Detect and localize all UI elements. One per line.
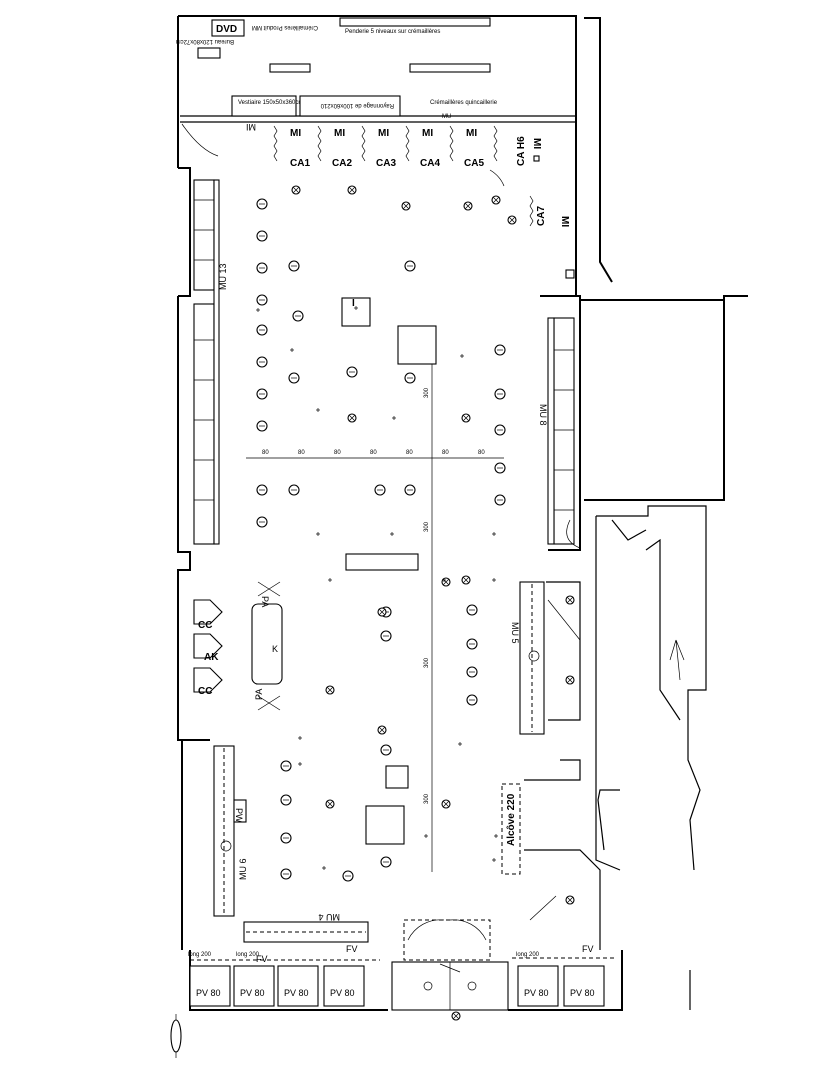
long200-label-2: long 200 bbox=[236, 952, 260, 958]
vestiaire-label: Vestiaire 150x50x360cm bbox=[238, 100, 303, 106]
pv80-2: PV 80 bbox=[240, 988, 265, 998]
long200-label-3: long 200 bbox=[516, 952, 540, 958]
ca1-label: CA1 bbox=[290, 158, 310, 169]
ca5-label: CA5 bbox=[464, 158, 484, 169]
bureau-label: Bureau 120x80x72cm bbox=[176, 38, 234, 44]
ak-label: AK bbox=[204, 652, 219, 663]
bench bbox=[345, 553, 419, 571]
bottom-cabinets: long 200 long 200 long 200 FV FV FV PV 8… bbox=[188, 944, 616, 1007]
shelving-mu8: MU 8 bbox=[538, 317, 575, 545]
mi-4: MI bbox=[422, 128, 433, 139]
pv80-3: PV 80 bbox=[284, 988, 309, 998]
mi-5: MI bbox=[466, 128, 477, 139]
mu6-label: MU 6 bbox=[238, 858, 248, 880]
ca7-label: CA7 bbox=[536, 206, 547, 226]
penderie-label: Penderie 5 niveaux sur crémaillères bbox=[345, 29, 440, 35]
mu-top-label: MU bbox=[442, 114, 451, 120]
cremailleres-quinc-label: Crémaillères quincaillerie bbox=[430, 100, 498, 106]
shelving-mu6: PW MU 6 bbox=[213, 745, 248, 917]
dvd-label: DVD bbox=[216, 24, 237, 35]
dim-80-4: 80 bbox=[370, 450, 377, 456]
dimension-lines: 80 80 80 80 80 80 80 300 300 300 300 bbox=[246, 346, 504, 872]
cc-label-1: CC bbox=[198, 620, 212, 631]
structural-elements: I bbox=[341, 297, 437, 845]
air-vent-icon bbox=[365, 805, 405, 845]
pv80-6: PV 80 bbox=[570, 988, 595, 998]
mi-1: MI bbox=[290, 128, 301, 139]
dim-300-1: 300 bbox=[424, 387, 430, 398]
pa-label-1: PA bbox=[260, 596, 270, 607]
ca-h6-label: CA H6 bbox=[516, 136, 527, 166]
pv80-5: PV 80 bbox=[524, 988, 549, 998]
cc-ak-fixtures: CC AK CC bbox=[193, 599, 223, 697]
entrance-doors bbox=[391, 919, 509, 1011]
long200-label-1: long 200 bbox=[188, 952, 212, 958]
ca2-label: CA2 bbox=[332, 158, 352, 169]
dim-80-3: 80 bbox=[334, 450, 341, 456]
dim-80-6: 80 bbox=[442, 450, 449, 456]
shelving-mu5: MU 5 bbox=[510, 581, 581, 735]
air-vent-icon bbox=[397, 325, 437, 365]
svg-text:I: I bbox=[352, 298, 355, 309]
ca3-label: CA3 bbox=[376, 158, 396, 169]
compass-arrow-icon bbox=[669, 639, 685, 681]
alcove-label: Alcôve 220 bbox=[506, 793, 517, 846]
dim-80-1: 80 bbox=[262, 450, 269, 456]
rayonnage-label: Rayonnage de 100x60x210 bbox=[320, 102, 394, 108]
dim-80-7: 80 bbox=[478, 450, 485, 456]
ceiling-fixtures bbox=[256, 185, 575, 1021]
ca4-label: CA4 bbox=[420, 158, 440, 169]
mi-6: MI bbox=[531, 138, 542, 149]
mu5-label: MU 5 bbox=[510, 622, 520, 644]
checkout-row: MI MI MI MI MI CA1 CA2 CA3 CA4 CA5 CA H6… bbox=[273, 125, 575, 279]
outer-walls bbox=[177, 15, 748, 1011]
column-2 bbox=[385, 765, 409, 789]
dvd-box bbox=[211, 19, 245, 37]
fv-label-1: FV bbox=[256, 954, 268, 964]
k-label: K bbox=[272, 644, 278, 654]
shelving-mu13: MU 13 bbox=[193, 179, 228, 545]
mu8-label: MU 8 bbox=[538, 404, 548, 426]
alcove-220: Alcôve 220 bbox=[501, 759, 601, 950]
mi-2: MI bbox=[334, 128, 345, 139]
mi-7: MI bbox=[559, 216, 570, 227]
fv-label-2: FV bbox=[346, 944, 358, 954]
pw-label: PW bbox=[234, 808, 244, 823]
cremailleres-produit-label: Crémaillères Produit MM bbox=[252, 24, 318, 30]
mi-3: MI bbox=[378, 128, 389, 139]
pv80-1: PV 80 bbox=[196, 988, 221, 998]
cc-label-2: CC bbox=[198, 686, 212, 697]
pv80-4: PV 80 bbox=[330, 988, 355, 998]
north-arrow-icon bbox=[170, 1014, 182, 1058]
shelving-mu4: MU 4 bbox=[243, 912, 369, 943]
dim-80-2: 80 bbox=[298, 450, 305, 456]
mi-top-left: MI bbox=[246, 122, 256, 132]
column-1 bbox=[341, 297, 371, 327]
storage-room: DVD Bureau 120x80x72cm Crémaillères Prod… bbox=[176, 17, 576, 157]
mu4-label: MU 4 bbox=[318, 912, 340, 922]
mu13-label: MU 13 bbox=[218, 263, 228, 290]
dim-300-3: 300 bbox=[424, 657, 430, 668]
dim-300-4: 300 bbox=[424, 793, 430, 804]
right-corridor bbox=[566, 519, 685, 681]
dim-80-5: 80 bbox=[406, 450, 413, 456]
pa-label-2: PA bbox=[254, 689, 264, 700]
dim-300-2: 300 bbox=[424, 521, 430, 532]
gondola-k: PA PA K bbox=[251, 581, 283, 711]
fv-label-3: FV bbox=[582, 944, 594, 954]
